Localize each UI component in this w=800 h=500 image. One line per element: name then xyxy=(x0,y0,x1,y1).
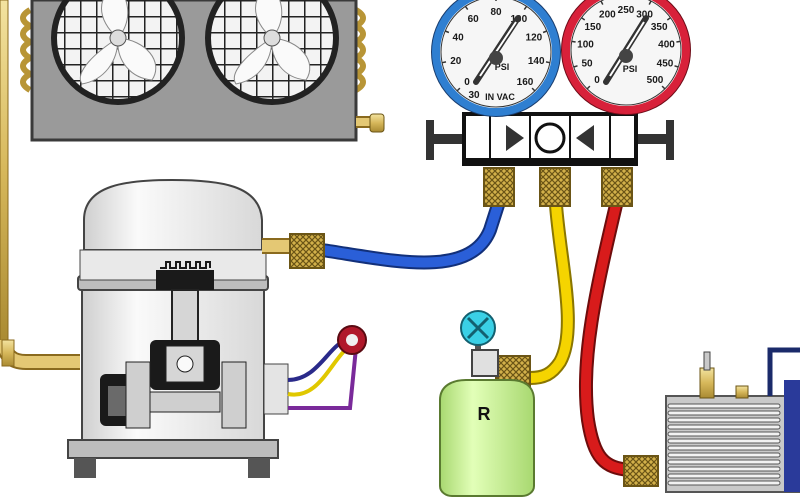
vacuum-pump-icon xyxy=(665,347,800,493)
hose-fitting xyxy=(289,167,659,487)
service-hose xyxy=(523,198,575,385)
high-gauge-tick-label: 50 xyxy=(581,59,593,70)
high-side-hose xyxy=(578,198,637,477)
pump-fin xyxy=(667,452,781,458)
pump-fin xyxy=(667,438,781,444)
low-gauge-tick-label: 140 xyxy=(528,56,545,67)
pump-fin xyxy=(667,473,781,479)
compressor-icon xyxy=(67,178,290,478)
valve-icon xyxy=(460,310,496,346)
high-gauge-tick-mark xyxy=(581,17,586,21)
high-gauge-tick-label: 350 xyxy=(651,22,668,33)
high-gauge-tick-label: 250 xyxy=(618,5,635,16)
pump-fin xyxy=(667,466,781,472)
high-gauge-tick-label: 0 xyxy=(594,75,600,86)
high-gauge-tick-mark xyxy=(661,85,666,90)
low-gauge-tick-label: 160 xyxy=(517,77,534,88)
high-gauge-tick-mark xyxy=(571,40,576,43)
condenser-unit xyxy=(20,0,385,142)
gauge-psi-label: PSI xyxy=(495,62,510,72)
low-pressure-gauge: 020406080100120140160 30 IN VAC PSI xyxy=(431,0,561,117)
high-gauge-tick-mark xyxy=(586,85,591,90)
refrigerant-tank: R xyxy=(439,310,535,497)
condenser-coil xyxy=(20,7,366,93)
manifold-block xyxy=(426,112,674,166)
high-gauge-tick-label: 200 xyxy=(599,10,616,21)
high-gauge-tick-mark xyxy=(573,65,578,68)
gauge-vacuum-label: 30 xyxy=(468,90,480,101)
low-gauge-tick-label: 120 xyxy=(526,32,543,43)
low-gauge-tick-mark xyxy=(523,5,528,11)
high-gauge-tick-label: 400 xyxy=(658,40,675,51)
low-gauge-tick-mark xyxy=(456,87,461,92)
refrigerant-tank-label: R xyxy=(478,404,491,424)
pump-fin xyxy=(667,431,781,437)
pump-fin xyxy=(667,459,781,465)
gauge-psi-label: PSI xyxy=(623,64,638,74)
low-gauge-tick-label: 60 xyxy=(468,14,480,25)
pump-fin xyxy=(667,410,781,416)
low-gauge-tick-mark xyxy=(444,30,450,34)
high-gauge-tick-mark xyxy=(666,17,671,21)
suction-line xyxy=(0,0,80,370)
high-gauge-tick-mark xyxy=(600,0,604,5)
condenser-fan-icon xyxy=(51,0,185,105)
gauge-unit-label: IN VAC xyxy=(485,92,515,102)
low-gauge-tick-label: 0 xyxy=(464,77,470,88)
low-gauge-tick-mark xyxy=(441,61,447,64)
low-gauge-tick-label: 40 xyxy=(453,32,465,43)
high-gauge-tick-label: 300 xyxy=(636,10,653,21)
pump-fin xyxy=(667,403,781,409)
high-gauge-tick-mark xyxy=(674,65,679,68)
low-gauge-tick-mark xyxy=(545,61,551,64)
compressor-wiring xyxy=(287,325,367,410)
high-gauge-tick-label: 450 xyxy=(657,59,674,70)
high-gauge-tick-label: 100 xyxy=(577,40,594,51)
low-gauge-tick-mark xyxy=(531,87,536,92)
low-gauge-tick-mark xyxy=(542,30,548,34)
high-gauge-tick-label: 500 xyxy=(647,75,664,86)
high-gauge-tick-mark xyxy=(676,40,681,43)
low-gauge-tick-label: 80 xyxy=(490,7,502,18)
high-gauge-tick-mark xyxy=(648,0,652,5)
low-gauge-tick-mark xyxy=(464,5,469,11)
pump-fin xyxy=(667,480,781,486)
pump-fin xyxy=(667,445,781,451)
pump-fin xyxy=(667,417,781,423)
low-side-hose xyxy=(315,198,505,270)
high-gauge-tick-label: 150 xyxy=(584,22,601,33)
condenser-fan-icon xyxy=(205,0,339,105)
pump-fin xyxy=(667,424,781,430)
low-gauge-tick-label: 20 xyxy=(450,56,462,67)
